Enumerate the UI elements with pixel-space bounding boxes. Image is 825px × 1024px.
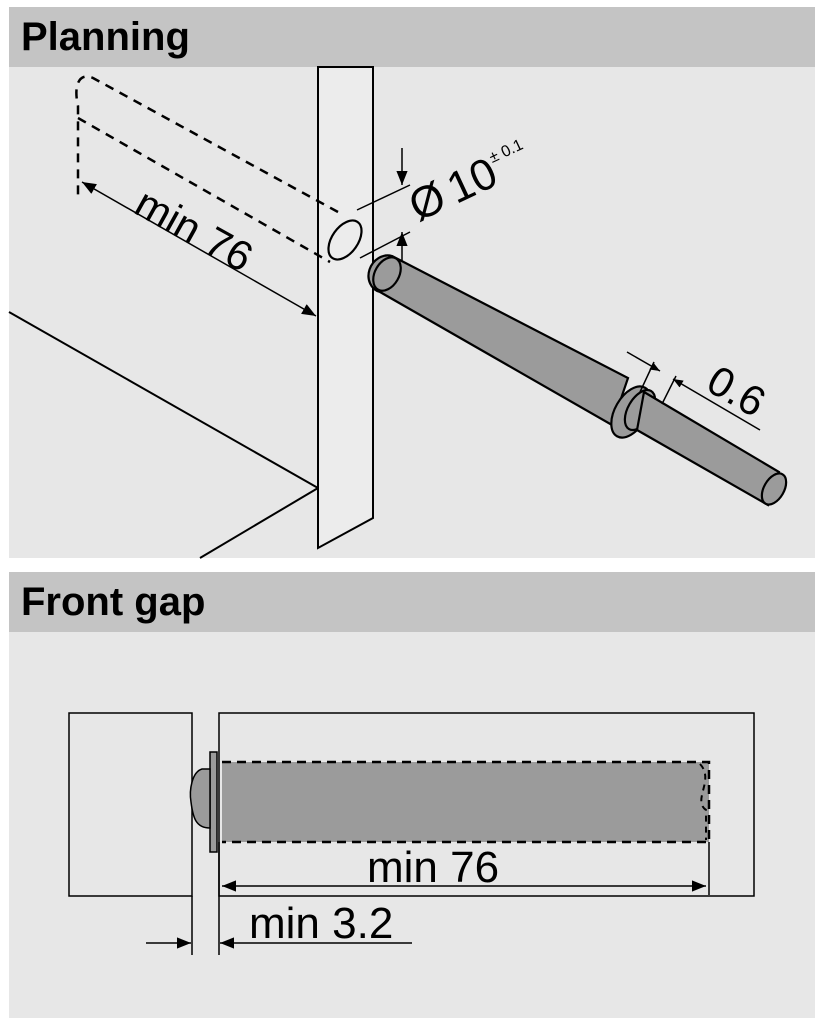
push-to-open-device [367,254,788,507]
hole-outline-dashed [75,75,339,214]
device-body-hidden [222,762,709,842]
depth-dimension [81,181,317,317]
cabinet-drawing [8,66,374,559]
front-gap-section-header: Front gap [9,572,815,632]
length-dimension [218,842,710,955]
gap-dimension-label: min 3.2 [249,899,393,948]
device-end-dashed [699,763,707,840]
ring-dimension-label: 0.6 [700,356,774,426]
bottom-board-edge-top [8,311,319,489]
plunger-tip [760,472,788,506]
device-flange [209,751,218,853]
ring-dimension [626,351,761,431]
length-dimension-label: min 76 [367,843,499,892]
device-body-dashed-outline [222,760,711,844]
diameter-tolerance: ± 0.1 [487,136,526,166]
bottom-board-edge-front [199,487,319,559]
planning-title: Planning [21,14,190,59]
device-plunger-tip [189,768,211,829]
front-gap-drawing [68,712,755,897]
gap-dimension [146,896,412,955]
side-panel-face [317,66,374,550]
barrel [367,254,630,427]
planning-section-header: Planning [9,7,815,67]
drawer-front [68,712,193,897]
depth-dimension-label: min 76 [128,179,261,281]
diameter-label-group: Ø 10 ± 0.1 [402,136,526,231]
front-gap-title: Front gap [21,579,206,624]
hole-opening [327,219,363,261]
barrel-end-cap [372,256,402,292]
